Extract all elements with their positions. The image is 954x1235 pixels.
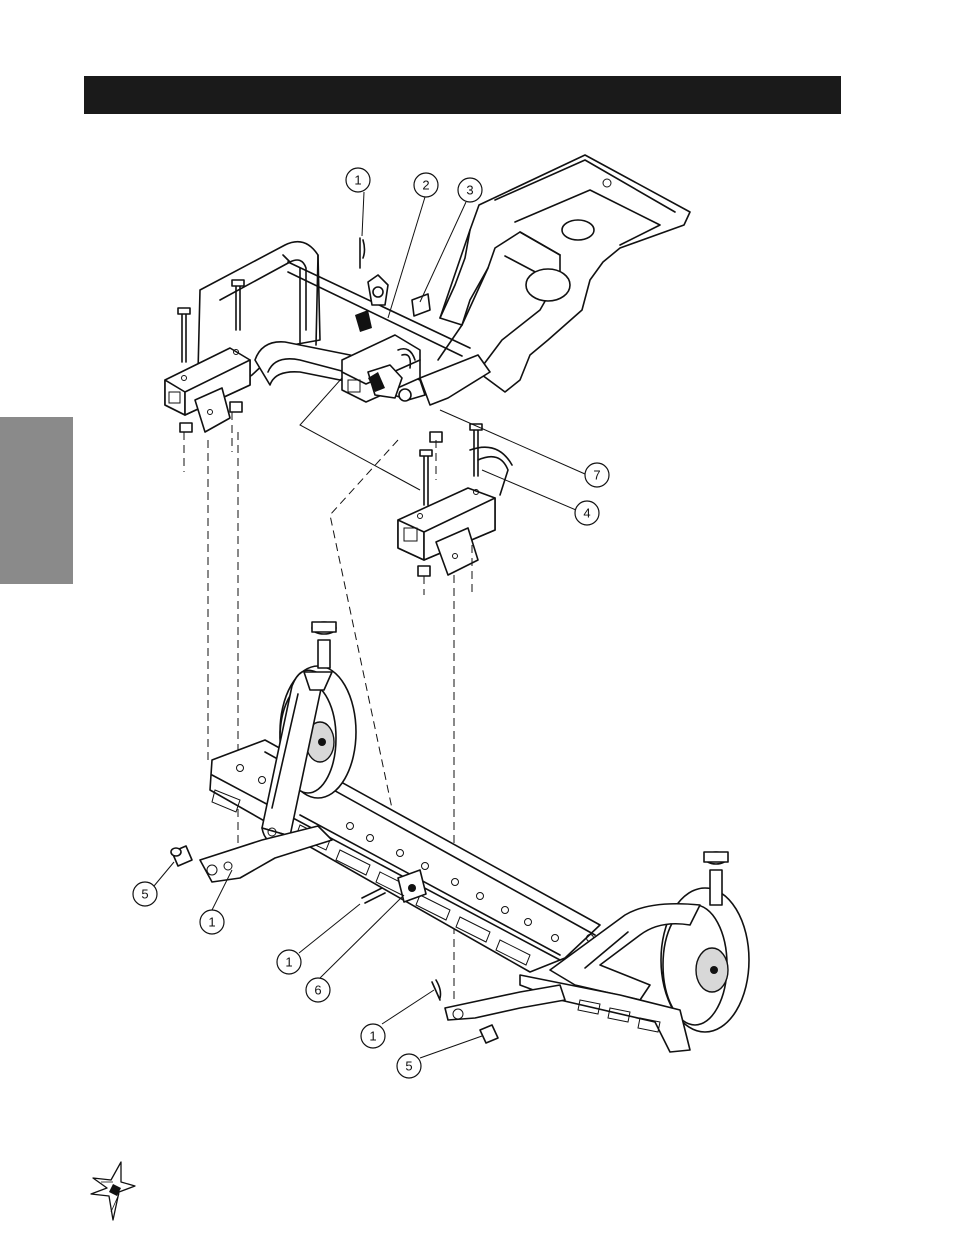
svg-text:5: 5 <box>141 887 148 902</box>
svg-text:2: 2 <box>422 178 429 193</box>
callout-4: 4 <box>575 501 599 525</box>
callout-1-top: 1 <box>346 168 370 192</box>
callout-6: 6 <box>306 978 330 1002</box>
svg-text:1: 1 <box>369 1029 376 1044</box>
callout-5-left: 5 <box>133 882 157 906</box>
callout-3-top: 3 <box>458 178 482 202</box>
svg-text:6: 6 <box>314 983 321 998</box>
callout-2-top: 2 <box>414 173 438 197</box>
callout-5-bottom: 5 <box>397 1054 421 1078</box>
svg-text:5: 5 <box>405 1059 412 1074</box>
star-logo-icon <box>91 1162 135 1220</box>
svg-text:3: 3 <box>466 183 473 198</box>
lower-deck-assembly <box>171 622 749 1052</box>
callout-1-left: 1 <box>200 910 224 934</box>
callout-1-mid: 1 <box>277 950 301 974</box>
callout-7: 7 <box>585 463 609 487</box>
svg-text:1: 1 <box>354 173 361 188</box>
svg-text:4: 4 <box>583 506 590 521</box>
svg-text:1: 1 <box>208 915 215 930</box>
svg-text:7: 7 <box>593 468 600 483</box>
callout-1-bottom: 1 <box>361 1024 385 1048</box>
svg-text:1: 1 <box>285 955 292 970</box>
